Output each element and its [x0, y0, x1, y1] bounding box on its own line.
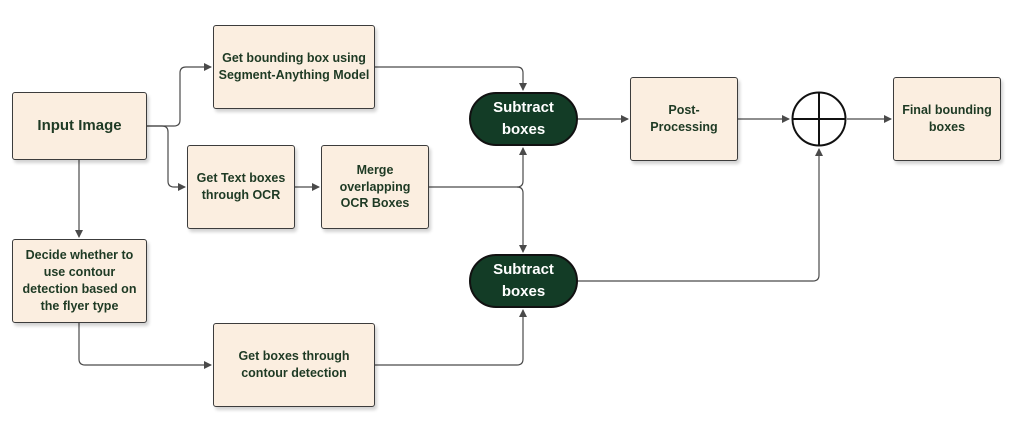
contour-detection-label: Get boxes through contour detection — [238, 349, 350, 380]
edge-contour-to-subtract-bottom — [375, 309, 527, 366]
edge-merge-to-subtract-top — [429, 147, 527, 188]
input-image-label: Input Image — [37, 116, 122, 134]
input-image-node: Input Image — [12, 92, 147, 160]
subtract-boxes-top-label: Subtract boxes — [493, 99, 554, 138]
edge-subtract-bottom-to-sum — [578, 148, 823, 282]
final-bounding-boxes-node: Final bounding boxes — [893, 77, 1001, 161]
merge-ocr-boxes-node: Merge overlapping OCR Boxes — [321, 145, 429, 229]
subtract-boxes-bottom-label: Subtract boxes — [493, 261, 554, 300]
sam-bounding-box-node: Get bounding box using Segment-Anything … — [213, 25, 375, 109]
contour-detection-node: Get boxes through contour detection — [213, 323, 375, 407]
circle-plus-icon — [791, 91, 847, 147]
merge-ocr-boxes-label: Merge overlapping OCR Boxes — [339, 162, 411, 211]
ocr-text-boxes-node: Get Text boxes through OCR — [187, 145, 295, 229]
edge-input-to-sam — [147, 63, 212, 127]
edge-input-to-ocr — [147, 125, 186, 191]
subtract-boxes-top-node: Subtract boxes — [469, 92, 578, 146]
post-processing-node: Post-Processing — [630, 77, 738, 161]
edge-sam-to-subtract-top — [375, 66, 527, 91]
edge-merge-to-subtract-bottom — [516, 186, 527, 253]
final-bounding-boxes-label: Final bounding boxes — [902, 103, 992, 134]
decide-contour-node: Decide whether to use contour detection … — [12, 239, 147, 323]
decide-contour-label: Decide whether to use contour detection … — [22, 248, 137, 313]
edge-decide-to-contour — [78, 323, 212, 369]
subtract-boxes-bottom-node: Subtract boxes — [469, 254, 578, 308]
sam-bounding-box-label: Get bounding box using Segment-Anything … — [218, 51, 370, 82]
post-processing-label: Post-Processing — [650, 103, 718, 134]
ocr-text-boxes-label: Get Text boxes through OCR — [196, 171, 286, 202]
